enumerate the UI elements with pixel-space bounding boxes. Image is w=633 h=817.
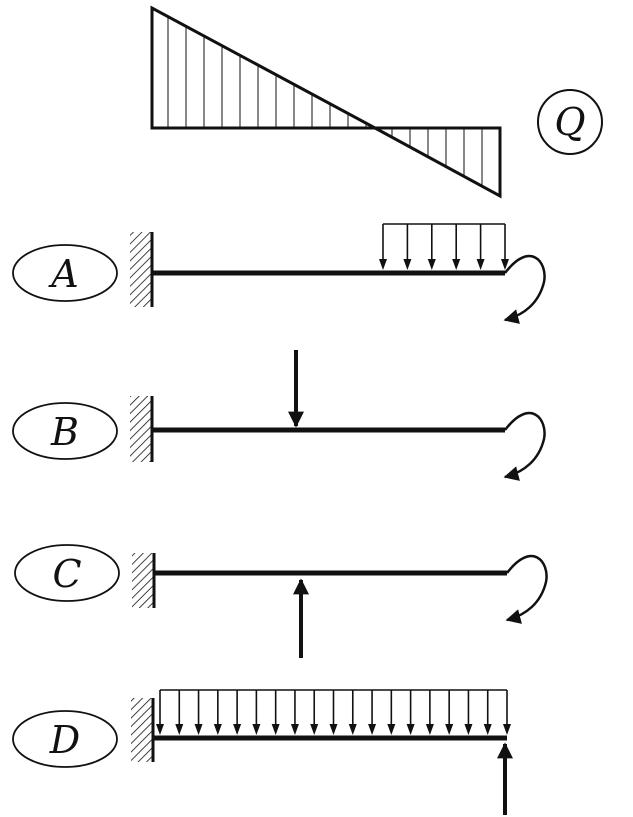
- load-arrow-head: [464, 724, 473, 735]
- option-a-label: A: [48, 252, 78, 296]
- option-a-moment-arrow: [503, 254, 546, 324]
- load-arrow-head: [252, 724, 261, 735]
- load-arrow-head: [156, 724, 164, 735]
- load-arrow-head: [452, 259, 461, 270]
- option-d-distributed-load: [156, 689, 511, 735]
- shear-diagram-label: Q: [554, 100, 585, 144]
- option-a-fixed-support: [130, 232, 152, 307]
- option-b[interactable]: B: [12, 350, 546, 481]
- load-arrow-head: [427, 259, 436, 270]
- option-d-label-ellipse: [12, 710, 118, 768]
- option-b-label: B: [50, 410, 79, 454]
- load-arrow-head: [403, 259, 412, 270]
- option-c[interactable]: C: [14, 544, 548, 658]
- option-c-label: C: [52, 552, 81, 596]
- option-b-moment-arrow: [503, 411, 546, 481]
- load-arrow-head: [483, 724, 492, 735]
- load-arrow-head: [310, 724, 319, 735]
- load-arrow-head: [476, 259, 485, 270]
- load-arrow-head: [194, 724, 203, 735]
- load-arrow-head: [233, 724, 242, 735]
- option-a-label-ellipse: [12, 244, 118, 302]
- load-arrow-head: [213, 724, 222, 735]
- shear-diagram-positive-region: [150, 5, 376, 130]
- load-arrow-head: [348, 724, 357, 735]
- shear-diagram: Q: [150, 5, 603, 199]
- load-arrow-head: [501, 259, 509, 270]
- option-a[interactable]: A: [12, 223, 546, 324]
- shear-diagram-hatching: [167, 16, 483, 187]
- load-arrow-head: [445, 724, 454, 735]
- load-arrow-head: [271, 724, 280, 735]
- shear-diagram-negative-region: [374, 126, 502, 199]
- option-d-label: D: [49, 718, 80, 762]
- option-c-label-ellipse: [14, 544, 120, 602]
- load-arrow-head: [329, 724, 338, 735]
- load-arrow-head: [503, 724, 511, 735]
- shear-diagram-label-circle: [537, 89, 603, 155]
- option-b-label-ellipse: [12, 402, 118, 460]
- option-c-moment-arrow: [505, 554, 548, 624]
- load-arrow-head: [368, 724, 377, 735]
- load-arrow-head: [406, 724, 415, 735]
- option-a-distributed-load: [379, 223, 509, 270]
- load-arrow-head: [425, 724, 434, 735]
- load-arrow-head: [379, 259, 387, 270]
- option-d-fixed-support: [131, 698, 153, 762]
- option-d[interactable]: D: [12, 689, 513, 815]
- load-arrow-head: [175, 724, 184, 735]
- option-b-fixed-support: [130, 396, 152, 462]
- load-arrow-head: [387, 724, 396, 735]
- option-c-fixed-support: [132, 553, 154, 608]
- load-arrow-head: [290, 724, 299, 735]
